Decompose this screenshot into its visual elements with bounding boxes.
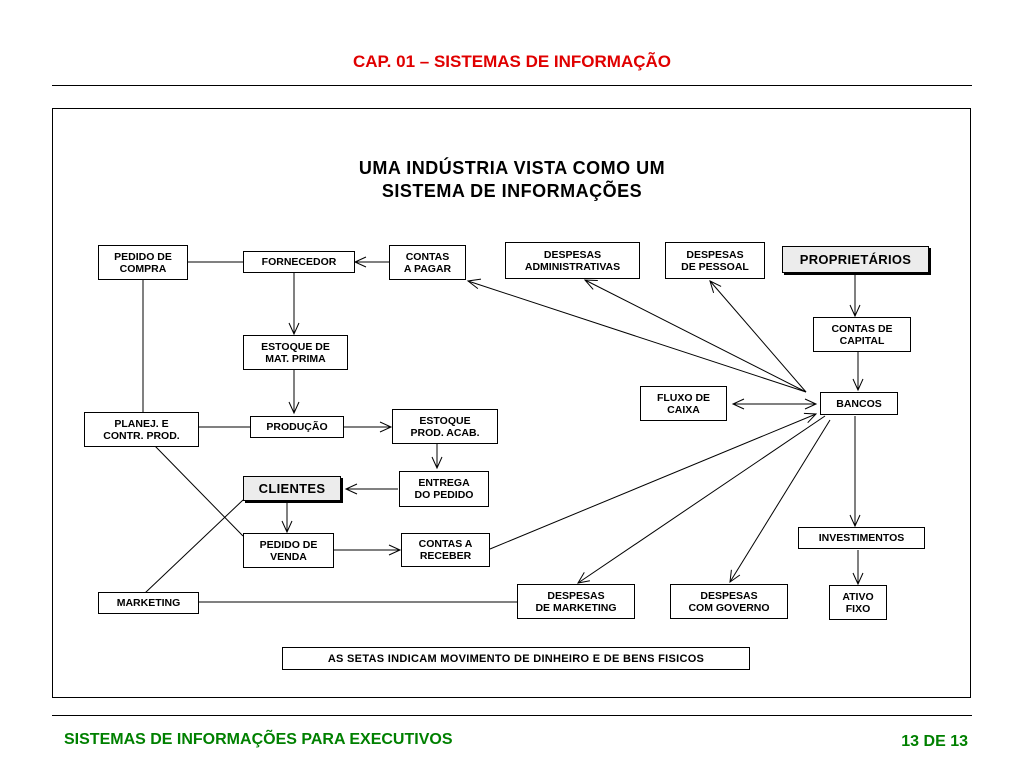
- arrow-head: [849, 514, 861, 528]
- node-proprietarios: PROPRIETÁRIOS: [782, 246, 929, 273]
- node-despesas-governo: DESPESAS COM GOVERNO: [670, 584, 788, 619]
- header-title: CAP. 01 – SISTEMAS DE INFORMAÇÃO: [352, 52, 672, 71]
- node-marketing: MARKETING: [98, 592, 199, 614]
- node-despesas-administrativas: DESPESAS ADMINISTRATIVAS: [505, 242, 640, 279]
- diagram-title-line2: SISTEMA DE INFORMAÇÕES: [381, 181, 643, 201]
- node-pedido-compra: PEDIDO DE COMPRA: [98, 245, 188, 280]
- node-fornecedor: FORNECEDOR: [243, 251, 355, 273]
- arrow-head: [379, 421, 393, 433]
- arrow-head: [852, 572, 864, 586]
- arrow-head: [709, 280, 722, 294]
- node-bancos: BANCOS: [820, 392, 898, 415]
- arrow-head: [353, 256, 367, 268]
- node-contas-receber: CONTAS A RECEBER: [401, 533, 490, 567]
- node-producao: PRODUÇÃO: [250, 416, 344, 438]
- node-clientes: CLIENTES: [243, 476, 341, 501]
- arrow-head: [466, 278, 482, 289]
- header-rule: [52, 85, 972, 86]
- arrow-head: [803, 412, 818, 424]
- node-planej-contr-prod: PLANEJ. E CONTR. PROD.: [84, 412, 199, 447]
- arrow-head: [804, 398, 818, 410]
- node-estoque-prod-acab: ESTOQUE PROD. ACAB.: [392, 409, 498, 444]
- link-planej-pedido-venda: [154, 445, 244, 537]
- arrow-head: [431, 456, 443, 470]
- node-estoque-mat-prima: ESTOQUE DE MAT. PRIMA: [243, 335, 348, 370]
- arrow-head: [729, 569, 741, 584]
- footer-course-title: SISTEMAS DE INFORMAÇÕES PARA EXECUTIVOS: [64, 731, 453, 748]
- footer-rule: [52, 715, 972, 716]
- footer-page-number: 13 DE 13: [901, 733, 968, 750]
- link-marketing-clientes: [144, 499, 244, 594]
- arrow-head: [577, 572, 590, 584]
- arrow-head: [288, 401, 300, 415]
- node-fluxo-caixa: FLUXO DE CAIXA: [640, 386, 727, 421]
- node-investimentos: INVESTIMENTOS: [798, 527, 925, 549]
- node-ativo-fixo: ATIVO FIXO: [829, 585, 887, 620]
- node-despesas-marketing: DESPESAS DE MARKETING: [517, 584, 635, 619]
- arrow-head: [388, 544, 402, 556]
- arrow-head: [288, 322, 300, 336]
- arrow-head: [852, 378, 864, 392]
- arrow-head: [344, 483, 358, 495]
- arrow-head: [731, 398, 745, 410]
- node-pedido-venda: PEDIDO DE VENDA: [243, 533, 334, 568]
- diagram-title: UMA INDÚSTRIA VISTA COMO UM SISTEMA DE I…: [252, 157, 772, 203]
- arrow-head: [281, 520, 293, 534]
- node-entrega-pedido: ENTREGA DO PEDIDO: [399, 471, 489, 507]
- node-contas-pagar: CONTAS A PAGAR: [389, 245, 466, 280]
- diagram-title-line1: UMA INDÚSTRIA VISTA COMO UM: [358, 158, 666, 178]
- legend-note: AS SETAS INDICAM MOVIMENTO DE DINHEIRO E…: [282, 647, 750, 670]
- arrow-head: [583, 279, 598, 290]
- node-contas-capital: CONTAS DE CAPITAL: [813, 317, 911, 352]
- arrow-head: [849, 304, 861, 318]
- node-despesas-pessoal: DESPESAS DE PESSOAL: [665, 242, 765, 279]
- diagram-frame: [52, 108, 971, 698]
